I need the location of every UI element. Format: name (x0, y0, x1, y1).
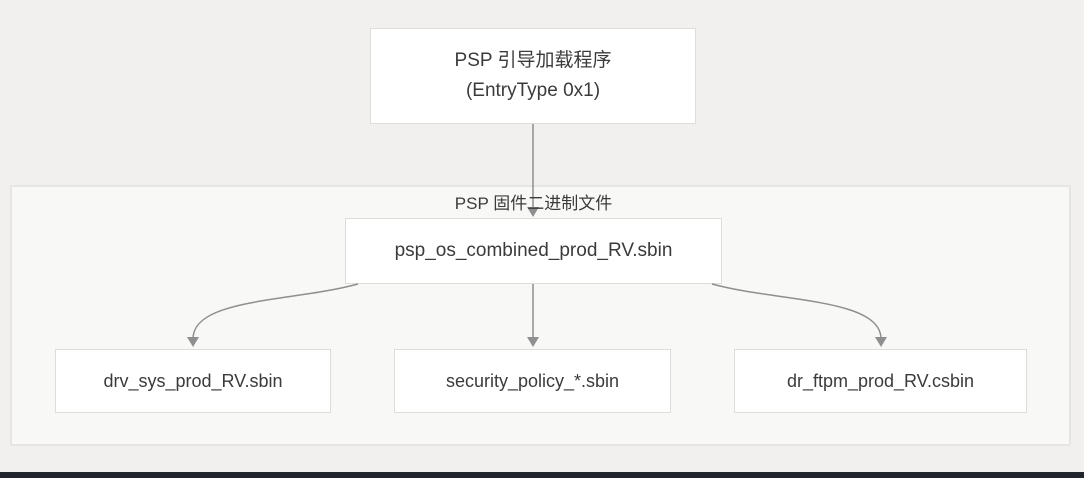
node-dr-ftpm: dr_ftpm_prod_RV.csbin (734, 349, 1027, 413)
node-security-policy-label: security_policy_*.sbin (445, 370, 620, 391)
node-psp-bootloader: PSP 引导加载程序 (EntryType 0x1) (370, 28, 696, 124)
node-drv-sys: drv_sys_prod_RV.sbin (55, 349, 331, 413)
node-psp-os-combined-label: psp_os_combined_prod_RV.sbin (394, 240, 673, 261)
node-security-policy: security_policy_*.sbin (394, 349, 671, 413)
group-psp-firmware-binaries-label: PSP 固件二进制文件 (454, 194, 613, 213)
node-psp-os-combined: psp_os_combined_prod_RV.sbin (345, 218, 722, 284)
node-drv-sys-label: drv_sys_prod_RV.sbin (103, 370, 283, 391)
node-dr-ftpm-label: dr_ftpm_prod_RV.csbin (786, 370, 975, 391)
node-psp-bootloader-line2: (EntryType 0x1) (465, 80, 601, 101)
bottom-accent-bar (0, 472, 1084, 478)
node-psp-bootloader-line1: PSP 引导加载程序 (454, 50, 612, 71)
